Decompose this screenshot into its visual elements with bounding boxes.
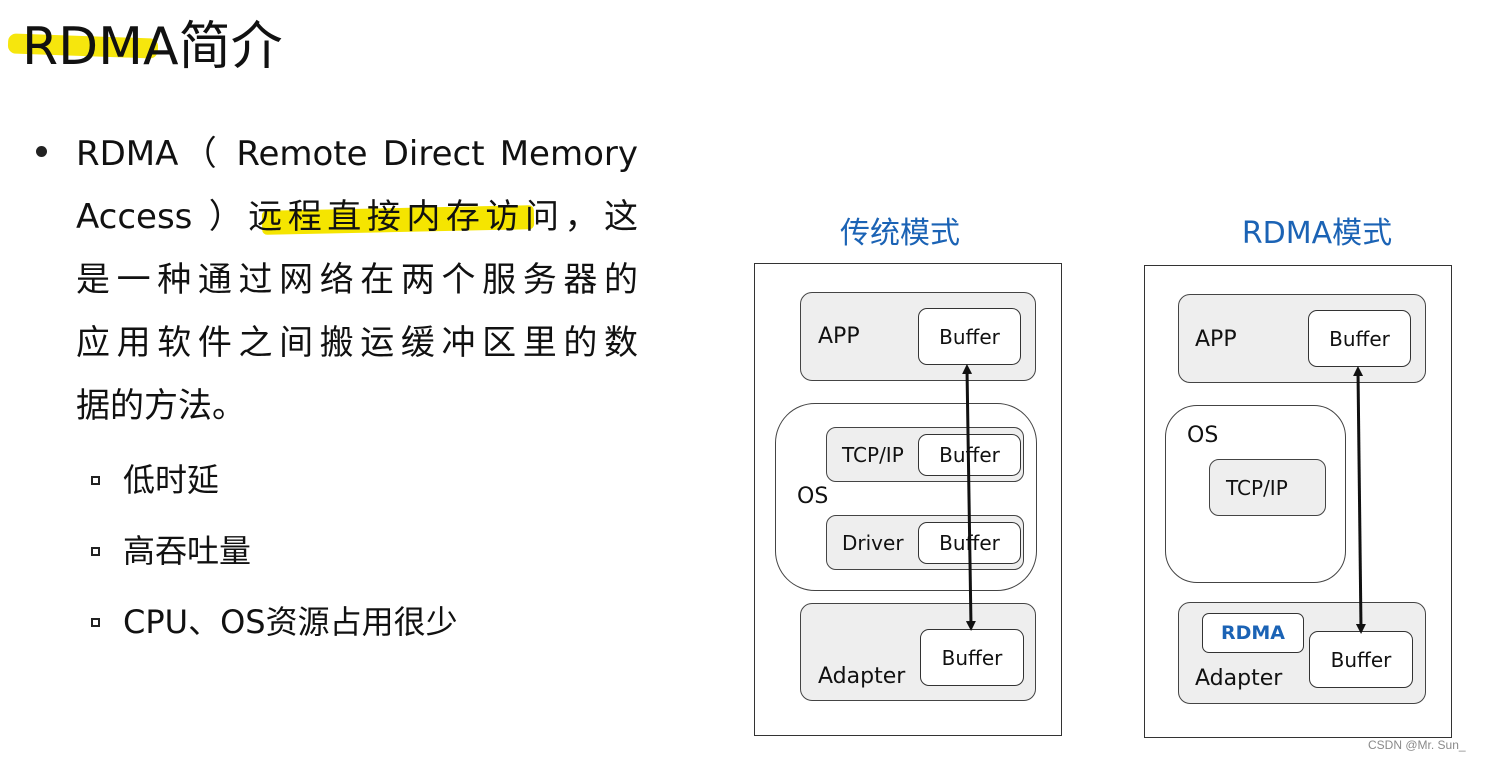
traditional-driver-label: Driver [842, 531, 904, 555]
intro-line-1: RDMA（ Remote Direct Memory [76, 134, 638, 174]
rdma-app-label: APP [1195, 327, 1237, 352]
traditional-driver-buffer: Buffer [918, 522, 1021, 564]
rdma-tcpip-box [1209, 459, 1326, 516]
intro-line-5: 据的方法。 [76, 386, 246, 426]
traditional-app-buffer: Buffer [918, 308, 1021, 365]
rdma-app-buffer: Buffer [1308, 310, 1411, 367]
traditional-adapter-buffer: Buffer [920, 629, 1024, 686]
page-title: RDMA简介 [22, 17, 283, 77]
traditional-adapter-label: Adapter [818, 664, 906, 689]
rdma-mode-title: RDMA模式 [1241, 216, 1393, 251]
traditional-app-label: APP [818, 324, 860, 349]
watermark: CSDN @Mr. Sun_ [1368, 738, 1466, 752]
rdma-tcpip-label: TCP/IP [1226, 476, 1288, 500]
square-bullet-icon [91, 547, 100, 556]
point-high-throughput: 高吞吐量 [123, 532, 252, 570]
intro-line-2: Access ）远程直接内存访问，这 [76, 197, 638, 237]
square-bullet-icon [91, 476, 100, 485]
bullet-icon [36, 146, 47, 157]
traditional-tcpip-buffer: Buffer [918, 434, 1021, 476]
traditional-os-label: OS [797, 484, 829, 509]
intro-line-4: 应用软件之间搬运缓冲区里的数 [76, 323, 638, 363]
rdma-adapter-buffer: Buffer [1309, 631, 1413, 688]
rdma-os-label: OS [1187, 423, 1219, 448]
rdma-adapter-label: Adapter [1195, 666, 1283, 691]
point-low-resource: CPU、OS资源占用很少 [123, 603, 458, 641]
square-bullet-icon [91, 618, 100, 627]
traditional-tcpip-label: TCP/IP [842, 443, 904, 467]
intro-line-3: 是一种通过网络在两个服务器的 [76, 260, 638, 300]
traditional-mode-title: 传统模式 [840, 216, 960, 251]
point-low-latency: 低时延 [123, 461, 220, 499]
rdma-engine-tag: RDMA [1202, 613, 1304, 653]
